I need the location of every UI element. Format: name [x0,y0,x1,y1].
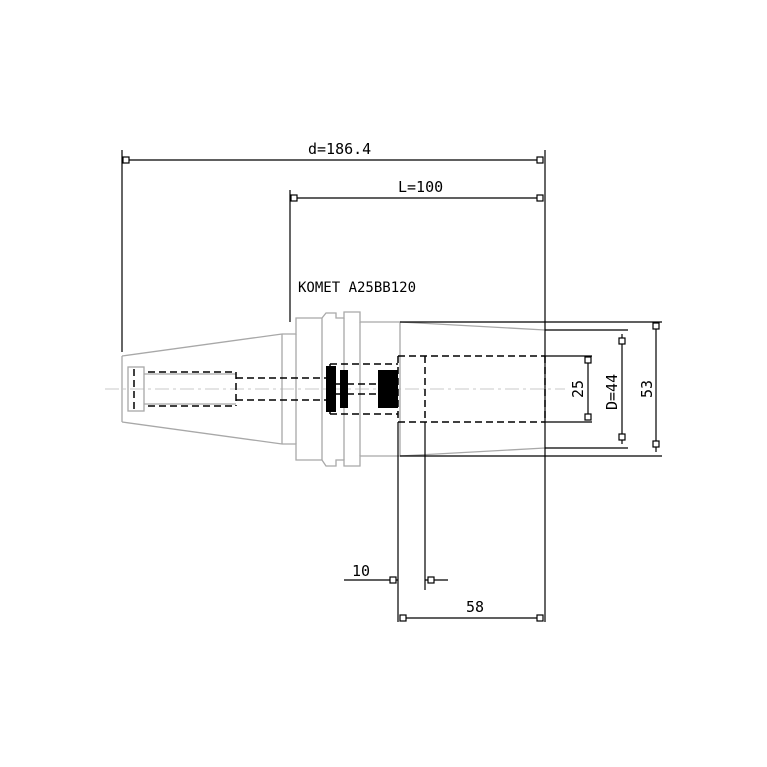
offset-label: 10 [352,562,370,580]
dim-overall-length [121,150,546,622]
overall-length-label: d=186.4 [308,140,371,158]
outer-diameter-label: 53 [638,380,656,398]
depth-label: 58 [466,598,484,616]
clamping-screw [326,366,398,412]
dim-gauge-length [289,190,544,322]
dim-outer-diameter [400,321,662,457]
dim-depth [399,614,544,622]
product-label: KOMET A25BB120 [298,280,416,296]
bore-diameter-label: 25 [569,380,587,398]
dim-bore-diameter [545,355,592,423]
dim-offset [344,422,448,622]
body-diameter-label: D=44 [603,374,621,410]
gauge-length-label: L=100 [398,178,443,196]
dim-body-diameter [545,329,628,449]
